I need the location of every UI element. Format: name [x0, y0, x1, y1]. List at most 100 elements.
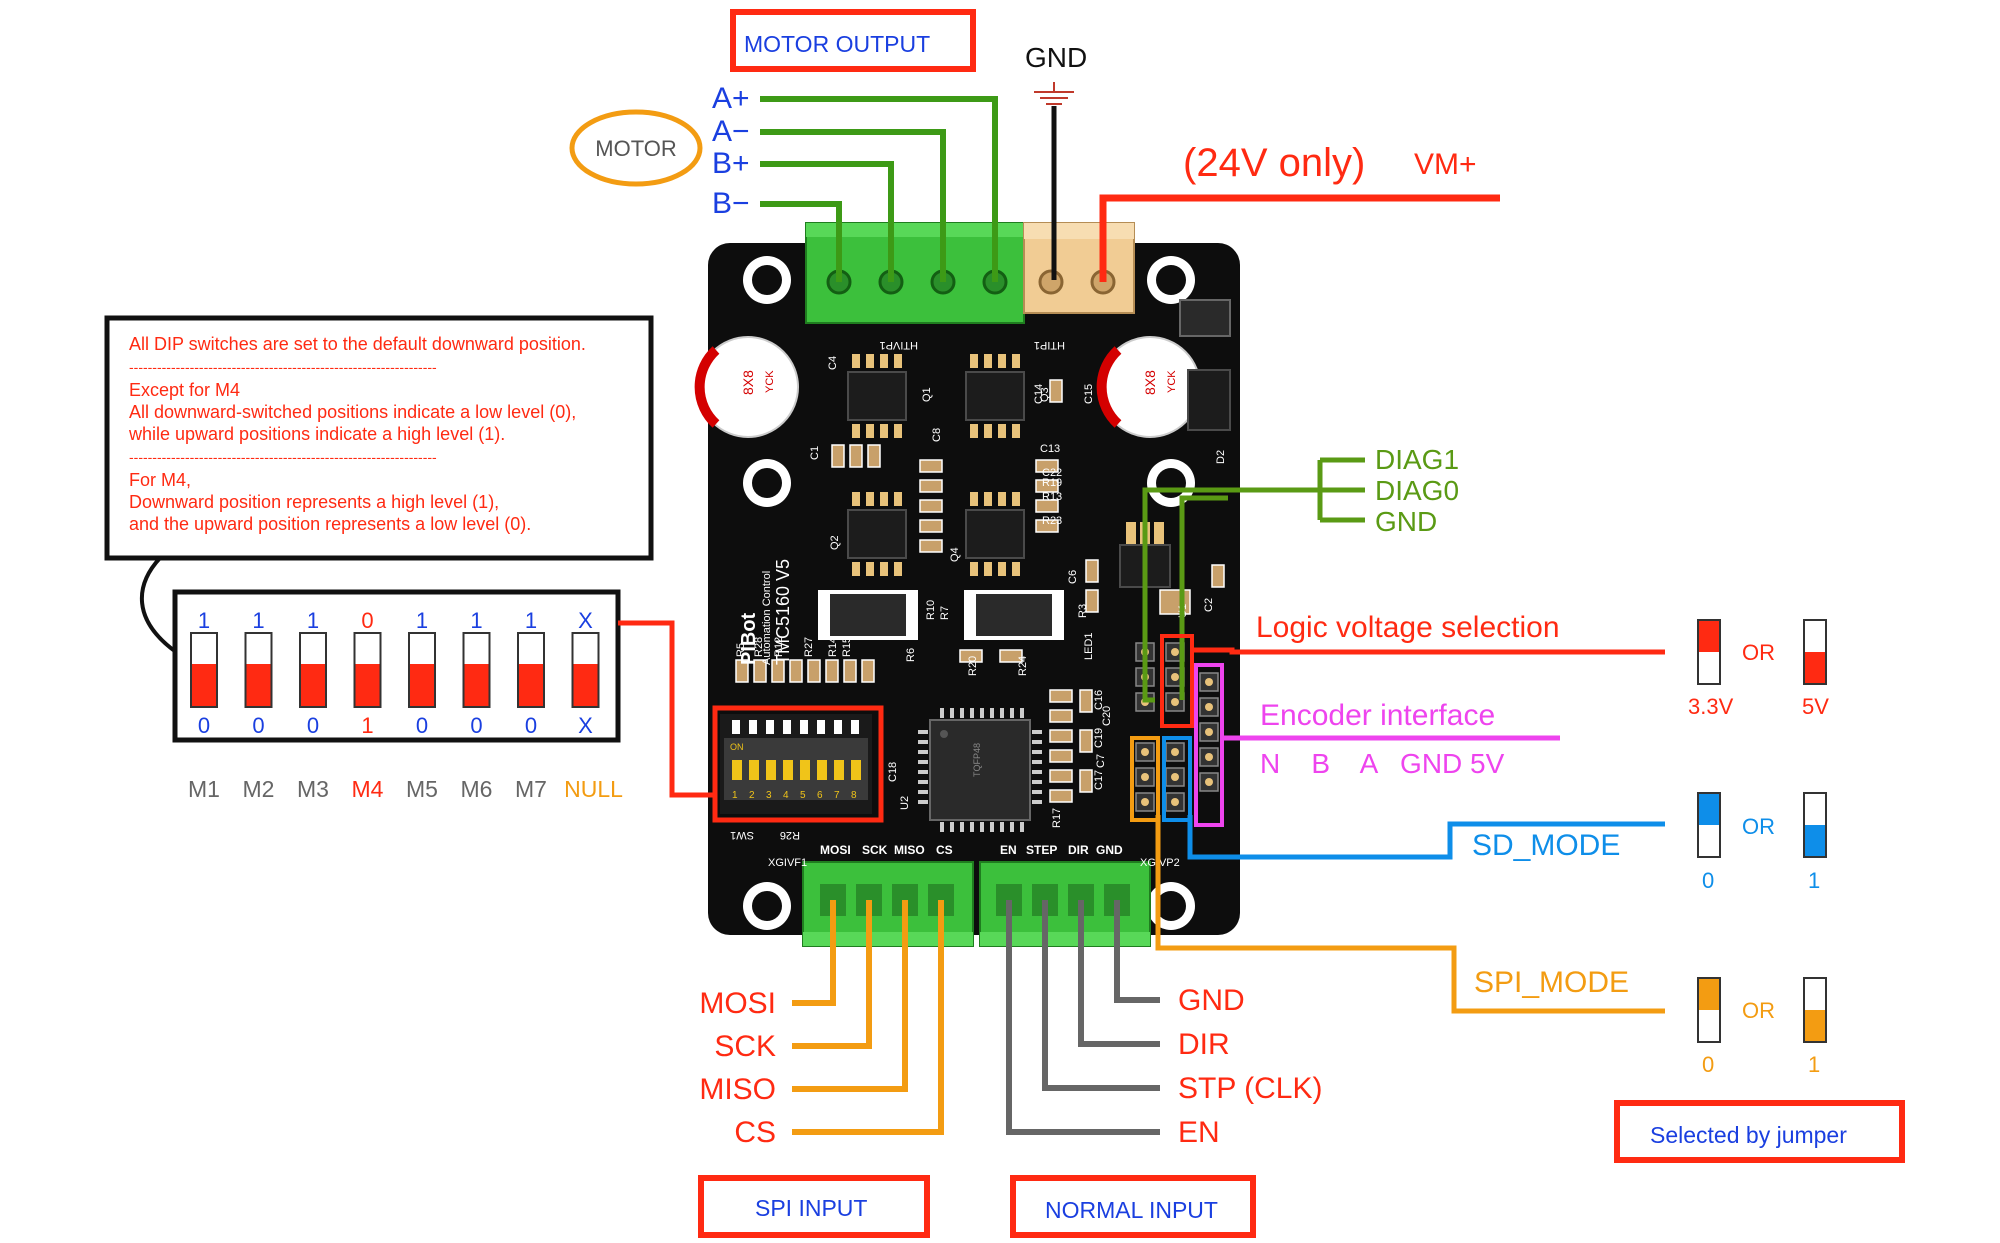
motor-pin-labels: A+ A− B+ B− [712, 82, 750, 220]
svg-text:C8: C8 [931, 428, 943, 442]
spi-wires [792, 900, 944, 1135]
dip-top-value-m7: 1 [525, 608, 537, 633]
logic-voltage-wire [1192, 647, 1665, 655]
diode-d2 [1179, 299, 1231, 431]
encoder-header-box [1194, 663, 1224, 827]
logic-or: OR [1742, 640, 1775, 665]
motor-pin-b-plus: B+ [712, 147, 750, 180]
spi-terminal-block [802, 861, 974, 947]
svg-text:C22: C22 [1042, 467, 1062, 479]
svg-text:C17: C17 [1093, 770, 1105, 790]
dip-top-value-null: X [578, 608, 593, 633]
motor-output-title: MOTOR OUTPUT [744, 31, 930, 57]
dip-name-null: NULL [564, 776, 623, 802]
svg-text:C18: C18 [887, 762, 899, 782]
svg-text:5: 5 [800, 790, 806, 801]
spi-pin-mosi: MOSI [699, 987, 776, 1020]
svg-text:R23: R23 [1042, 515, 1062, 527]
motor-badge-label: MOTOR [595, 136, 676, 161]
svg-text:C1: C1 [809, 446, 821, 460]
dip-note-connector [140, 556, 178, 654]
selected-by-jumper-label: Selected by jumper [1650, 1122, 1847, 1148]
svg-text:C20: C20 [1101, 706, 1113, 726]
dip-lever-m1 [191, 664, 217, 707]
dip-note-box [104, 315, 654, 561]
motor-connector-silk: HTIVP1 [879, 339, 918, 351]
dip-bottom-value-m1: 0 [198, 713, 210, 738]
selected-by-jumper-box [1614, 1100, 1905, 1163]
ground-symbol [1034, 82, 1074, 105]
spi-option-0: 0 [1702, 1052, 1714, 1077]
svg-text:R26: R26 [780, 829, 800, 841]
spi-silk-mosi: MOSI [820, 843, 851, 857]
motor-badge-ring [569, 109, 703, 187]
dip-bottom-value-m7: 0 [525, 713, 537, 738]
svg-text:Q2: Q2 [829, 535, 841, 550]
smd-passives [735, 379, 1225, 803]
dip-note-line-8: Downward position represents a high leve… [129, 492, 499, 512]
dip-bottom-value-m3: 0 [307, 713, 319, 738]
svg-text:6: 6 [817, 790, 823, 801]
spi-option-1: 1 [1808, 1052, 1820, 1077]
spi-pin-cs: CS [734, 1116, 776, 1149]
logic-option-5v: 5V [1802, 694, 1829, 719]
spi-silk-miso: MISO [894, 843, 925, 857]
xgivf1-silk: XGIVF1 [768, 857, 807, 869]
step-silk-step: STEP [1026, 843, 1057, 857]
dip-outline-m1 [190, 632, 218, 708]
dip-name-m2: M2 [243, 776, 275, 802]
spi-mode-header-box [1130, 736, 1160, 822]
step-silk-dir: DIR [1068, 843, 1089, 857]
svg-text:4: 4 [783, 790, 789, 801]
dip-top-value-m5: 1 [416, 608, 428, 633]
sd-mode-header-box [1162, 736, 1192, 822]
dip-top-value-m6: 1 [470, 608, 482, 633]
logic-jumper-b [1803, 619, 1827, 685]
motor-pin-a-minus: A− [712, 115, 750, 148]
dip-note-line-2: ----------------------------------------… [129, 359, 437, 375]
svg-text:R5: R5 [735, 643, 747, 657]
spi-mode-wire [1155, 815, 1665, 1014]
dip-note-line-6: ----------------------------------------… [129, 449, 437, 465]
dip-note-line-1: All DIP switches are set to the default … [129, 334, 586, 354]
dip-outline-null [571, 632, 600, 708]
dip-lever-m2 [245, 664, 272, 707]
spi-jumper-b [1803, 977, 1827, 1043]
svg-text:LED1: LED1 [1083, 632, 1095, 660]
spi-silk-sck: SCK [862, 843, 888, 857]
dip-note-line-7: For M4, [129, 470, 191, 490]
dip-name-m6: M6 [461, 776, 493, 802]
svg-text:TQFP48: TQFP48 [972, 743, 982, 777]
spi-silk-cs: CS [936, 843, 953, 857]
svg-text:R28: R28 [753, 637, 765, 657]
dip-name-m4: M4 [352, 776, 384, 802]
step-silk-en: EN [1000, 843, 1017, 857]
dip-outline-m2 [244, 632, 273, 708]
svg-text:C15: C15 [1083, 384, 1095, 404]
dip-note-line-3: Except for M4 [129, 380, 240, 400]
motor-pin-b-minus: B− [712, 187, 750, 220]
svg-text:8: 8 [851, 790, 857, 801]
step-terminal-block [979, 861, 1151, 947]
logic-option-33v: 3.3V [1688, 694, 1734, 719]
dip-name-m3: M3 [297, 776, 329, 802]
svg-text:ON: ON [730, 742, 744, 752]
spi-pin-miso: MISO [699, 1073, 776, 1106]
dip-callout-wire [618, 620, 715, 798]
normal-pin-gnd: GND [1178, 984, 1245, 1017]
encoder-silk: N B A GND 5V [1273, 652, 1288, 739]
dip-top-value-m2: 1 [252, 608, 264, 633]
encoder-pins: N B A GND 5V [1260, 748, 1505, 779]
svg-text:C4: C4 [827, 356, 839, 370]
dip-note-line-4: All downward-switched positions indicate… [129, 402, 576, 422]
driver-ic: TQFP48 [918, 708, 1042, 832]
dip-diagram-box [172, 589, 621, 743]
motor-pin-a-plus: A+ [712, 82, 750, 115]
sd-or: OR [1742, 814, 1775, 839]
dip-bottom-value-m6: 0 [470, 713, 482, 738]
capacitor-left: 8X8 YCK [694, 336, 799, 438]
board-dip-switch: ON 1 2 3 4 5 6 7 8 SW1 [720, 714, 872, 841]
svg-text:YCK: YCK [764, 370, 776, 393]
dip-outline-m5 [408, 632, 436, 708]
